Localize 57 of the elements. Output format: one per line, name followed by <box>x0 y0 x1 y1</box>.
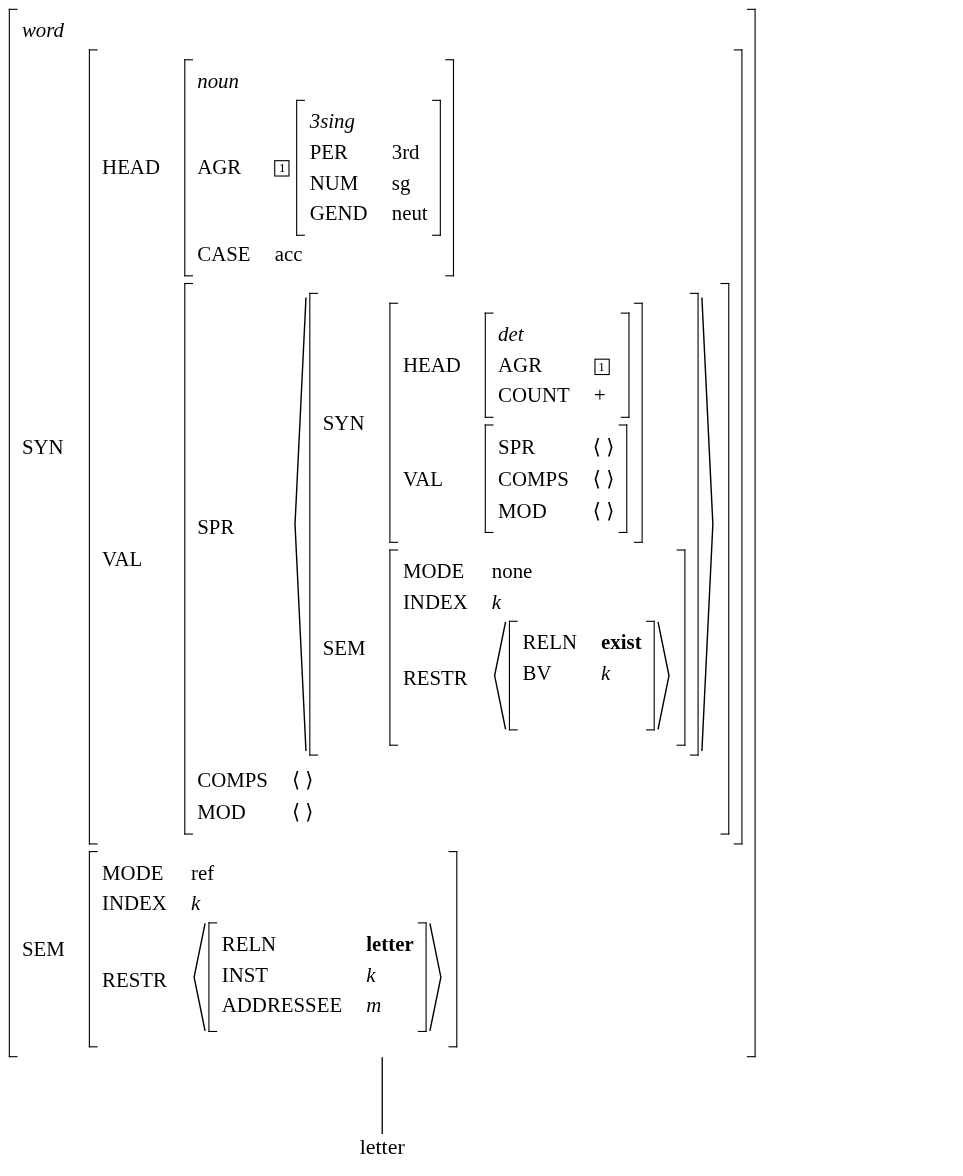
feature-name: AGR <box>498 353 543 377</box>
feature-name: MOD <box>197 800 246 824</box>
feature-name: RELN <box>221 932 277 956</box>
feature-value: letter <box>366 932 414 956</box>
feature-value: 3rd <box>391 140 420 164</box>
word-label: letter <box>359 1134 405 1159</box>
feature-value: ⟨ ⟩ <box>292 768 314 792</box>
feature-name: SPR <box>197 514 235 538</box>
type-label: noun <box>197 69 239 93</box>
feature-value: neut <box>391 201 428 225</box>
feature-name: VAL <box>102 546 143 570</box>
feature-value: ⟨ ⟩ <box>592 499 615 523</box>
feature-name: NUM <box>309 171 359 195</box>
feature-value: ref <box>191 860 215 884</box>
feature-name: MODE <box>102 860 164 884</box>
feature-value: m <box>366 993 382 1017</box>
feature-value: k <box>491 590 502 614</box>
feature-name: INST <box>221 962 269 986</box>
feature-name: MODE <box>402 559 465 583</box>
feature-name: CASE <box>197 242 251 266</box>
feature-name: MOD <box>498 498 547 522</box>
feature-name: SPR <box>498 434 536 458</box>
type-label: word <box>21 18 64 42</box>
feature-name: SYN <box>322 410 365 434</box>
type-label: 3sing <box>309 109 355 133</box>
feature-name: PER <box>309 140 348 164</box>
feature-name: HEAD <box>402 353 461 377</box>
feature-value: k <box>601 661 611 685</box>
feature-name: SEM <box>322 635 366 659</box>
feature-name: RELN <box>522 630 577 654</box>
feature-name: RESTR <box>402 666 468 690</box>
feature-name: HEAD <box>102 155 160 179</box>
feature-value: ⟨ ⟩ <box>292 800 314 824</box>
connector-line <box>381 1056 383 1135</box>
feature-name: COMPS <box>498 466 569 490</box>
feature-name: RESTR <box>102 967 167 991</box>
feature-value: acc <box>274 242 303 266</box>
feature-value: exist <box>601 630 642 654</box>
feature-name: COUNT <box>498 383 570 407</box>
feature-value: sg <box>391 171 411 195</box>
feature-name: COMPS <box>197 768 268 792</box>
feature-value: ⟨ ⟩ <box>592 435 615 459</box>
feature-name: ADDRESSEE <box>221 993 343 1017</box>
feature-value: ⟨ ⟩ <box>592 467 615 491</box>
type-label: det <box>498 322 524 346</box>
feature-name: GEND <box>309 201 368 225</box>
feature-value: k <box>366 962 376 986</box>
feature-name: SYN <box>21 434 64 458</box>
feature-name: SEM <box>21 937 65 961</box>
feature-value: + <box>593 383 606 407</box>
feature-name: VAL <box>402 466 444 490</box>
feature-value: k <box>191 891 201 915</box>
feature-name: INDEX <box>402 590 468 614</box>
feature-name: BV <box>522 661 552 685</box>
feature-name: AGR <box>197 155 242 179</box>
feature-value: none <box>491 559 533 583</box>
feature-name: INDEX <box>102 891 167 915</box>
